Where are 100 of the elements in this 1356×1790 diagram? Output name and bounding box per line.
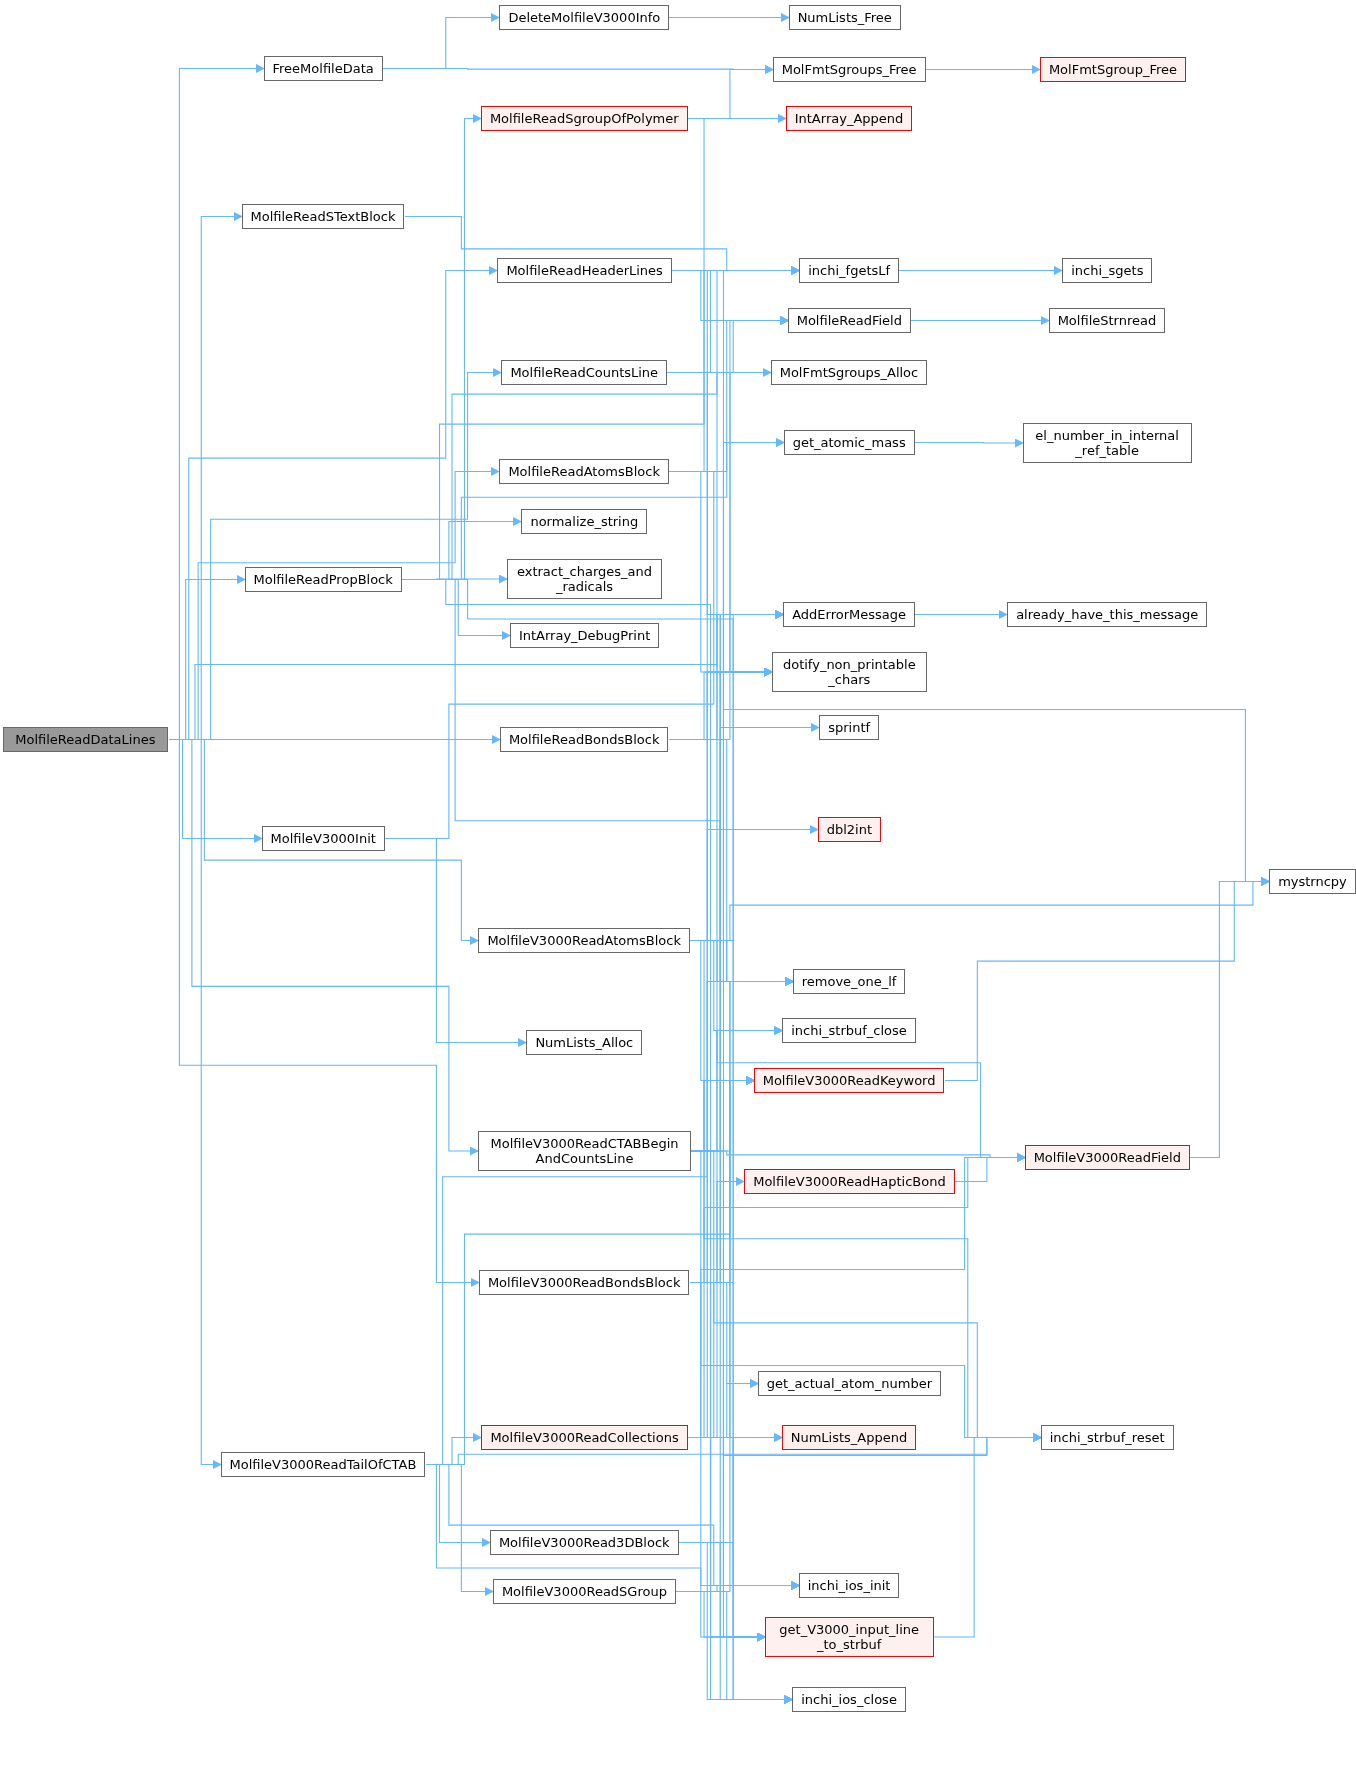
- function-box: [1048, 308, 1166, 334]
- function-box: [1024, 1144, 1190, 1170]
- function-name: MolfileReadDataLines: [15, 732, 156, 748]
- call-arrow: [914, 610, 1008, 619]
- function-box: [478, 1270, 690, 1296]
- function-name: get_V3000_input_line _to_strbuf: [779, 1621, 920, 1652]
- function-name: MolfileReadAtomsBlock: [508, 463, 660, 479]
- function-box: [819, 714, 880, 740]
- function-name: inchi_strbuf_close: [791, 1023, 907, 1039]
- function-name: NumLists_Alloc: [535, 1034, 634, 1050]
- function-name: MolfileV3000ReadTailOfCTAB: [229, 1456, 417, 1472]
- function-box: [499, 458, 669, 484]
- function-box: [1269, 868, 1356, 894]
- function-box: [785, 106, 913, 132]
- function-name: MolfileV3000ReadCTABBegin AndCountsLine: [490, 1135, 679, 1166]
- function-name: sprintf: [828, 719, 871, 735]
- function-box: [480, 106, 688, 132]
- function-name: MolfileStrnread: [1057, 313, 1157, 329]
- function-box: [764, 1616, 934, 1657]
- function-name: dbl2int: [826, 822, 873, 838]
- call-arrow: [953, 1153, 1026, 1183]
- call-arrow: [898, 266, 1063, 275]
- function-name: MolfileReadBondsBlock: [508, 732, 660, 748]
- function-box: [220, 1451, 426, 1477]
- function-box: [521, 509, 648, 535]
- function-box: [261, 826, 385, 852]
- function-name: AddErrorMessage: [792, 606, 907, 622]
- function-box: [781, 1424, 917, 1450]
- function-name: MolfileV3000ReadCollections: [490, 1429, 679, 1445]
- function-name: get_actual_atom_number: [766, 1375, 932, 1391]
- function-box: [1040, 1424, 1174, 1450]
- function-name: MolFmtSgroups_Alloc: [779, 364, 919, 380]
- function-name: extract_charges_and _radicals: [516, 563, 653, 594]
- call-arrow: [933, 1433, 1042, 1638]
- function-box: [1007, 601, 1208, 627]
- function-name: el_number_in_internal _ref_table: [1035, 427, 1179, 458]
- function-name: MolFmtSgroup_Free: [1048, 62, 1177, 78]
- function-name: MolfileReadHeaderLines: [506, 263, 663, 278]
- function-box: [478, 928, 690, 953]
- function-box: [787, 308, 911, 334]
- function-name: FreeMolfileData: [272, 61, 374, 76]
- function-box: [497, 258, 672, 283]
- function-name: IntArray_DebugPrint: [518, 628, 651, 644]
- function-box: [1022, 422, 1192, 463]
- function-box: [792, 969, 906, 995]
- function-box: [783, 601, 916, 627]
- function-name: IntArray_Append: [794, 111, 904, 127]
- function-name: normalize_string: [530, 514, 639, 530]
- function-box: [506, 558, 663, 599]
- function-name: MolfileV3000ReadKeyword: [762, 1073, 936, 1089]
- function-name: inchi_ios_close: [801, 1692, 897, 1708]
- function-name: mystrncpy: [1278, 873, 1347, 889]
- function-box: [1062, 258, 1153, 283]
- function-name: inchi_fgetsLf: [808, 263, 891, 278]
- function-box: [492, 1578, 676, 1604]
- function-box: [509, 623, 660, 649]
- call-arrow: [1189, 877, 1270, 1159]
- function-name: already_have_this_message: [1016, 606, 1199, 622]
- function-box: [783, 430, 915, 456]
- function-box: [499, 727, 669, 753]
- function-box: [772, 57, 926, 83]
- function-name: MolFmtSgroups_Free: [781, 62, 917, 78]
- function-box: [481, 1424, 688, 1450]
- function-box: [753, 1068, 945, 1094]
- call-arrow: [910, 316, 1050, 325]
- function-box: [1039, 57, 1186, 83]
- function-name: inchi_ios_init: [807, 1577, 891, 1593]
- function-name: MolfileV3000Read3DBlock: [498, 1534, 670, 1550]
- function-box: [799, 258, 900, 283]
- function-box: [771, 652, 927, 693]
- function-name: inchi_strbuf_reset: [1049, 1429, 1165, 1445]
- function-name: MolfileReadSTextBlock: [250, 209, 396, 225]
- function-name: NumLists_Append: [790, 1429, 908, 1445]
- function-box: [263, 56, 383, 81]
- function-name: MolfileReadSgroupOfPolymer: [489, 111, 679, 127]
- function-box: [499, 4, 670, 30]
- function-box: [489, 1529, 679, 1555]
- function-name: NumLists_Free: [797, 9, 892, 25]
- function-name: get_atomic_mass: [792, 435, 906, 451]
- function-box: [478, 1130, 691, 1171]
- function-box: [2, 727, 169, 753]
- function-box: [757, 1370, 941, 1396]
- function-name: MolfileV3000ReadField: [1033, 1149, 1181, 1165]
- call-arrow: [914, 438, 1024, 448]
- function-name: DeleteMolfileV3000Info: [508, 9, 661, 25]
- function-box: [788, 4, 901, 30]
- function-box: [501, 359, 668, 385]
- function-box: [526, 1029, 643, 1055]
- function-name: dotify_non_printable _chars: [782, 657, 916, 688]
- function-name: MolfileReadCountsLine: [510, 364, 659, 380]
- function-box: [770, 359, 928, 385]
- function-name: MolfileV3000ReadHapticBond: [753, 1173, 946, 1189]
- function-name: MolfileReadPropBlock: [253, 572, 393, 588]
- function-box: [782, 1018, 916, 1044]
- call-arrow: [668, 13, 790, 22]
- function-name: remove_one_lf: [801, 974, 897, 990]
- function-name: MolfileV3000ReadSGroup: [501, 1583, 667, 1599]
- function-box: [744, 1168, 955, 1194]
- call-arrow: [925, 65, 1041, 74]
- function-box: [792, 1687, 906, 1713]
